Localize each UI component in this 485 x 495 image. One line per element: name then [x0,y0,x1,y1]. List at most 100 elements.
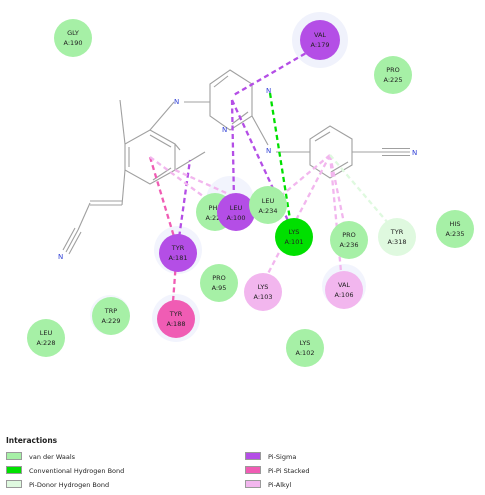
residue-circle [244,273,282,311]
residue-circle [159,234,197,272]
residue-lys101[interactable]: LYS A:101 [275,218,313,256]
legend-label: Conventional Hydrogen Bond [29,467,125,475]
legend-swatch [245,452,261,460]
residue-lys102[interactable]: LYS A:102 [286,329,324,367]
residue-name: LYS [258,283,269,291]
residue-pro225[interactable]: PRO A:225 [374,56,412,94]
residue-id: A:100 [227,214,246,222]
residue-leu100[interactable]: LEU A:100 [217,193,255,231]
legend-title: Interactions [6,436,58,445]
pi-donor-hbond-line [329,154,395,231]
residue-circle [325,271,363,309]
residue-pro236[interactable]: PRO A:236 [330,221,368,259]
residue-name: TRP [104,307,117,315]
residue-name: LYS [300,339,311,347]
residue-name: LEU [262,197,275,205]
pi-pi-stacked-line [148,156,180,251]
legend-swatch [6,466,22,474]
residue-id: A:229 [102,317,121,325]
legend-swatch [6,480,22,488]
legend-swatch [6,452,22,460]
pi-alkyl-line [149,156,216,206]
residue-id: A:179 [311,41,330,49]
residue-trp229[interactable]: TRP A:229 [92,297,130,335]
residue-id: A:102 [296,349,315,357]
residue-id: A:228 [37,339,56,347]
pi-alkyl-line [269,154,331,206]
residue-id: A:95 [212,284,227,292]
residue-circle [275,218,313,256]
residue-pro95[interactable]: PRO A:95 [200,264,238,302]
residue-circle [374,56,412,94]
atom-label-n: N [174,98,179,106]
atom-label-n: N [412,149,417,157]
residue-name: TYR [169,310,183,318]
residue-val106[interactable]: VAL A:106 [325,271,363,309]
residue-id: A:236 [340,241,359,249]
legend-label: Pi-Pi Stacked [268,467,310,475]
residue-circle [249,186,287,224]
atom-label-n: N [222,126,227,134]
residue-leu228[interactable]: LEU A:228 [27,319,65,357]
residue-id: A:318 [388,238,407,246]
residue-name: LYS [289,228,300,236]
residue-circle [330,221,368,259]
residue-name: LEU [40,329,53,337]
residue-leu234[interactable]: LEU A:234 [249,186,287,224]
residue-val179[interactable]: VAL A:179 [300,20,340,60]
residue-name: VAL [338,281,350,289]
residue-name: HIS [450,220,461,228]
residue-gly190[interactable]: GLY A:190 [54,19,92,57]
residue-name: PRO [386,66,400,74]
pi-alkyl-line [328,154,347,229]
residue-tyr181[interactable]: TYR A:181 [159,234,197,272]
residue-tyr318[interactable]: TYR A:318 [378,218,416,256]
right-phenyl-ring [309,125,353,179]
residue-name: LEU [230,204,243,212]
interaction-diagram: N N N N N N GLY A:190 VAL A:179 [27,12,474,367]
legend-swatch [245,466,261,474]
residue-name: TYR [390,228,404,236]
interactions-legend: Interactions van der Waals Conventional … [0,432,485,495]
residue-id: A:225 [384,76,403,84]
pyrimidine-ring [209,69,253,131]
residue-id: A:190 [64,39,83,47]
residue-circle [157,300,195,338]
legend-label: Pi-Donor Hydrogen Bond [29,481,110,489]
residue-circle [217,193,255,231]
residue-circle [286,329,324,367]
residue-id: A:101 [285,238,304,246]
residue-circle [92,297,130,335]
residue-circle [378,218,416,256]
legend-label: Pi-Alkyl [268,481,292,489]
residue-id: A:227 [206,214,225,222]
residue-tyr188[interactable]: TYR A:188 [157,300,195,338]
residue-id: A:234 [259,207,278,215]
legend-label: van der Waals [29,453,76,461]
residue-id: A:103 [254,293,273,301]
residue-name: GLY [67,29,79,37]
legend-swatch [245,480,261,488]
residue-circle [27,319,65,357]
atom-label-n: N [266,87,271,95]
residue-lys103[interactable]: LYS A:103 [244,273,282,311]
atom-label-n: N [58,253,63,261]
atom-label-n: N [266,147,271,155]
residue-id: A:188 [167,320,186,328]
residue-circle [200,264,238,302]
residue-name: VAL [314,31,326,39]
residue-circle [300,20,340,60]
residue-circle [54,19,92,57]
residue-id: A:235 [446,230,465,238]
residue-his235[interactable]: HIS A:235 [436,210,474,248]
residue-name: TYR [171,244,185,252]
legend-label: Pi-Sigma [268,453,297,461]
residue-id: A:106 [335,291,354,299]
residue-name: PRO [342,231,356,239]
residue-id: A:181 [169,254,188,262]
pi-alkyl-line [260,154,332,286]
residue-circle [436,210,474,248]
pi-alkyl-line [328,154,344,283]
pi-sigma-line [176,159,192,246]
residue-name: PRO [212,274,226,282]
